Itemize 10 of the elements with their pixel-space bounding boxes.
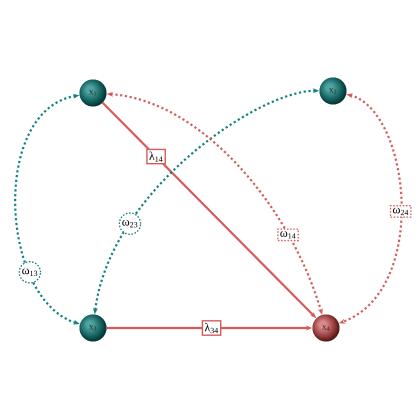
sphere-node: x$_{4}$ [312, 314, 340, 342]
sphere-node: x$_{1}$ [80, 80, 106, 106]
edge-label: ω$_{24}$ [390, 205, 412, 218]
edge-label: ω$_{13}$ [18, 261, 42, 284]
edge-label: ω$_{23}$ [118, 212, 142, 235]
edge-label: λ$_{14}$ [146, 148, 166, 164]
edge-label: λ$_{34}$ [202, 320, 222, 336]
edge-label: ω$_{14}$ [277, 228, 299, 242]
sphere-node: x$_{2}$ [320, 78, 346, 104]
sphere-node: x$_{3}$ [80, 314, 106, 342]
